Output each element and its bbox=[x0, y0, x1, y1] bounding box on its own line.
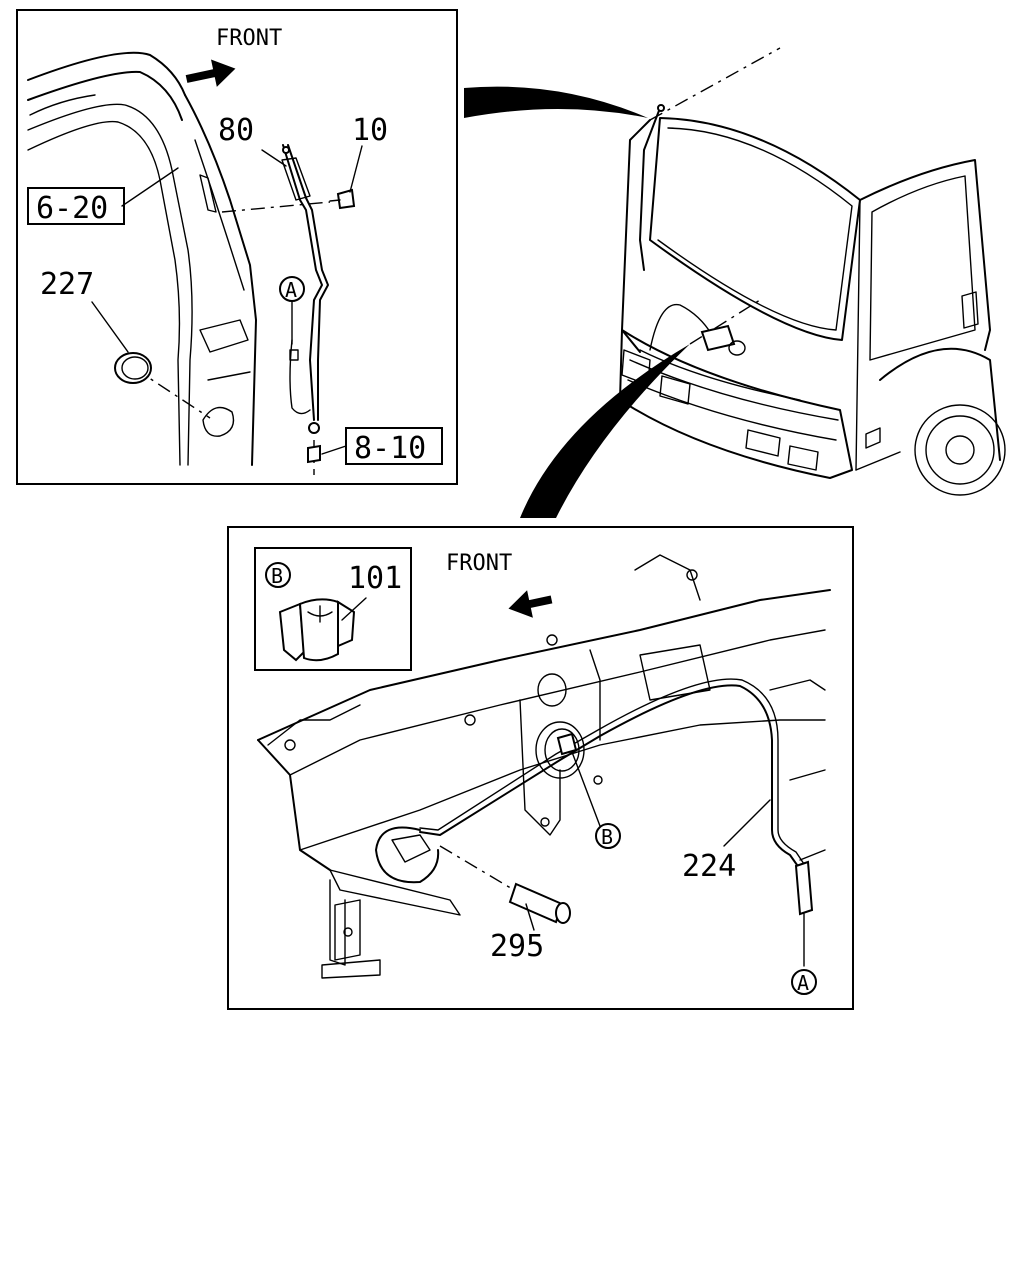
cowl-structure bbox=[257, 554, 831, 979]
front-label-top: FRONT bbox=[216, 26, 282, 51]
top-panel-frame bbox=[16, 9, 458, 485]
clip-101-icon bbox=[278, 598, 356, 662]
callout-80: 80 bbox=[218, 113, 254, 148]
ref-box-8-10 bbox=[345, 427, 443, 465]
callout-227: 227 bbox=[40, 267, 94, 302]
marker-b-bottom bbox=[595, 823, 621, 849]
top-detail-panel: FRONT bbox=[16, 9, 458, 485]
ref-box-6-20 bbox=[27, 187, 125, 225]
bolt-icon bbox=[329, 188, 356, 210]
leader-224 bbox=[723, 799, 771, 847]
grommet-icon bbox=[114, 352, 152, 384]
leader-10 bbox=[349, 145, 363, 193]
cable-224 bbox=[375, 678, 814, 967]
front-arrow-bottom bbox=[508, 590, 553, 618]
antenna-collar-icon bbox=[307, 444, 321, 464]
bottom-panel-frame bbox=[227, 526, 854, 1010]
marker-a-top bbox=[279, 276, 305, 302]
leader-8-10 bbox=[321, 445, 347, 455]
callout-10: 10 bbox=[352, 113, 388, 148]
door-frame-outline bbox=[27, 51, 257, 466]
tube-center-line bbox=[439, 845, 515, 891]
marker-b-bottom-text: B bbox=[601, 825, 613, 849]
bolt-center-line bbox=[221, 201, 331, 213]
marker-a-top-text: A bbox=[285, 278, 297, 302]
detail-b-marker-text: B bbox=[271, 564, 283, 588]
callout-arrow-top bbox=[464, 86, 648, 118]
leader-101 bbox=[341, 597, 367, 621]
callout-arrow-bottom bbox=[520, 344, 690, 518]
bottom-detail-panel: B 101 FRONT bbox=[227, 526, 854, 1010]
callout-6-20: 6-20 bbox=[36, 191, 108, 226]
front-arrow-top bbox=[185, 59, 236, 87]
leader-80 bbox=[261, 149, 287, 167]
leader-6-20 bbox=[121, 167, 179, 207]
leader-227 bbox=[91, 301, 129, 353]
callout-101: 101 bbox=[348, 561, 402, 596]
callout-8-10: 8-10 bbox=[354, 431, 426, 466]
detail-b-marker bbox=[265, 562, 291, 588]
detail-b-box bbox=[254, 547, 412, 671]
leader-b-bottom bbox=[571, 751, 601, 827]
front-label-bottom: FRONT bbox=[446, 551, 512, 576]
tube-295-icon bbox=[508, 882, 571, 924]
callout-224: 224 bbox=[682, 849, 736, 884]
marker-a-bottom bbox=[791, 969, 817, 995]
marker-a-bottom-text: A bbox=[797, 971, 809, 995]
antenna-rod bbox=[281, 144, 329, 434]
leader-295 bbox=[525, 903, 535, 931]
callout-295: 295 bbox=[490, 929, 544, 964]
truck-cab-illustration bbox=[464, 47, 1006, 518]
